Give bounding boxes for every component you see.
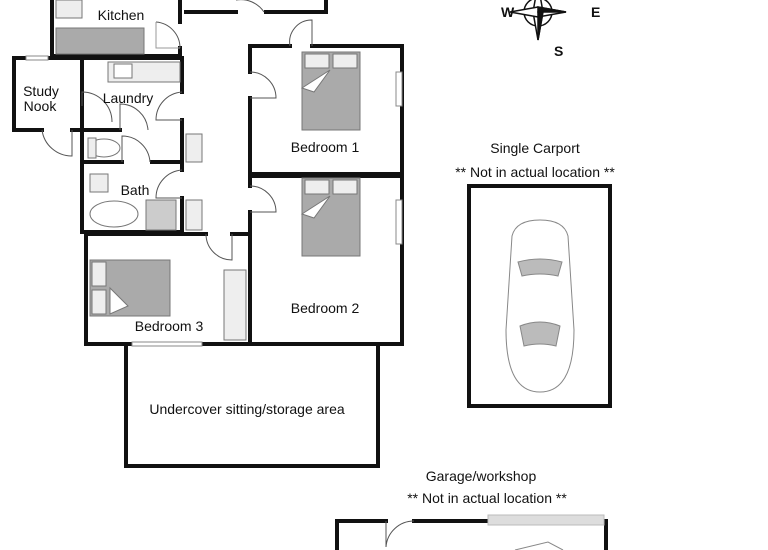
room-label-bedroom-1: Bedroom 1 xyxy=(290,139,360,155)
room-label-bedroom-3: Bedroom 3 xyxy=(134,318,204,334)
compass-icon xyxy=(509,0,567,41)
doors xyxy=(41,0,415,548)
windows xyxy=(25,55,605,526)
room-label-kitchen: Kitchen xyxy=(97,7,145,23)
car-icon xyxy=(505,219,575,393)
compass-east-label: E xyxy=(591,4,601,20)
carport-note: ** Not in actual location ** xyxy=(455,164,615,180)
room-label-bath: Bath xyxy=(120,182,150,198)
room-label-garage: Garage/workshop xyxy=(425,468,537,484)
compass-south-label: S xyxy=(554,43,564,59)
room-label-study-nook-1: Study xyxy=(23,83,59,99)
room-label-study-nook-2: Nook xyxy=(23,98,57,114)
room-label-carport: Single Carport xyxy=(490,140,580,156)
garage-note: ** Not in actual location ** xyxy=(407,490,567,506)
fixtures xyxy=(55,0,575,550)
compass-west-label: W xyxy=(501,4,515,20)
room-label-laundry: Laundry xyxy=(102,90,154,106)
room-label-bedroom-2: Bedroom 2 xyxy=(290,300,360,316)
room-label-undercover: Undercover sitting/storage area xyxy=(149,401,345,417)
